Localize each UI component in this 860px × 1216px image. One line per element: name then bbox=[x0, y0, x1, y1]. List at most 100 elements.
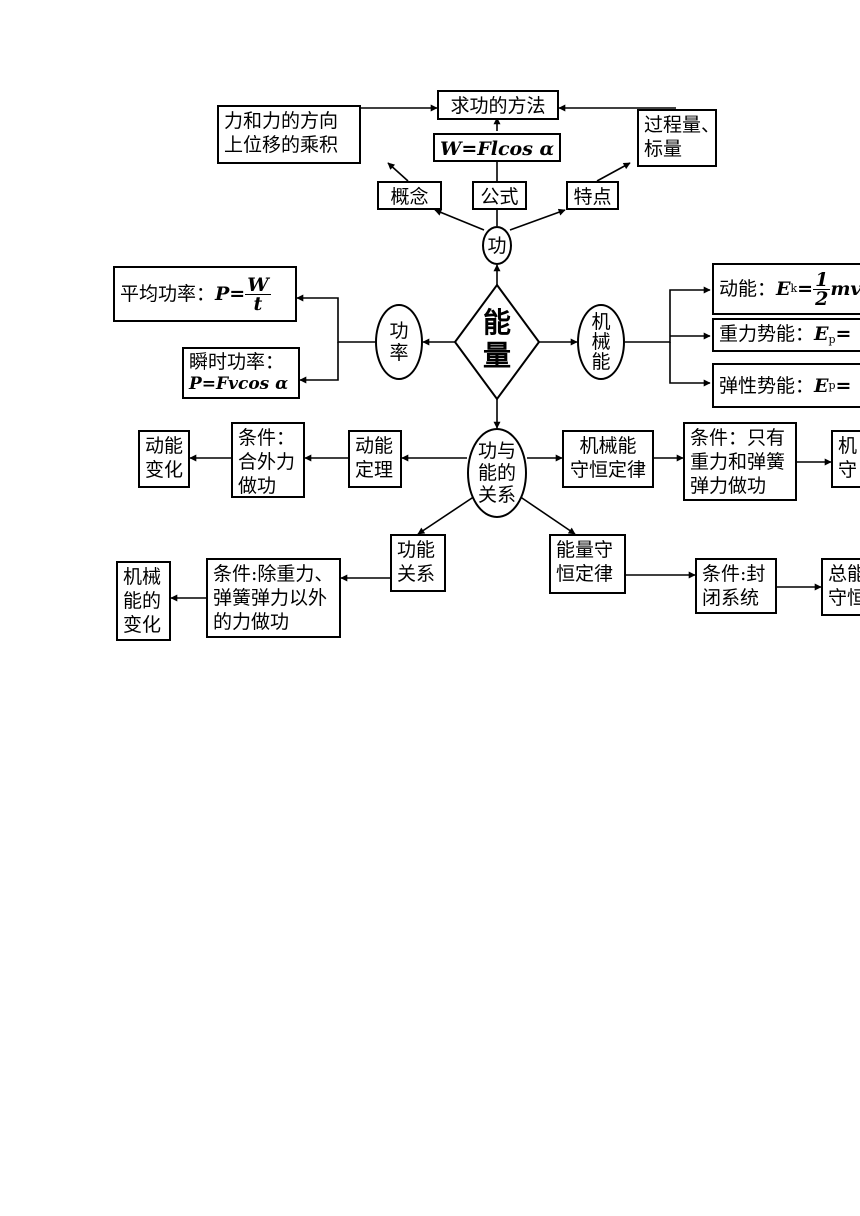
ke-condition-line1: 条件： bbox=[238, 427, 296, 449]
energy-result-line1: 总能 bbox=[828, 563, 860, 585]
arrow-power-to-instant bbox=[299, 342, 339, 384]
energy-condition-box: 条件:封 闭系统 bbox=[695, 558, 777, 614]
ke-condition-line3: 做功 bbox=[238, 475, 277, 497]
average-power-label: 平均功率： bbox=[120, 283, 216, 305]
mech-law-line2: 守恒定律 bbox=[569, 459, 646, 481]
center-diamond bbox=[453, 283, 541, 401]
average-power-fraction: W t bbox=[245, 273, 271, 315]
gravity-symbol: E bbox=[814, 323, 829, 345]
mechanical-node-line2: 械 bbox=[591, 331, 611, 353]
elastic-tail: = bbox=[835, 374, 852, 397]
gravity-subscript: p bbox=[828, 333, 836, 346]
relation-node-line2: 能的 bbox=[477, 462, 516, 484]
formula-box: W=Flcos α bbox=[433, 133, 561, 162]
feature-text-line2: 标量 bbox=[644, 138, 683, 160]
energy-condition-line1: 条件:封 bbox=[702, 563, 766, 585]
ke-theorem-line2: 定理 bbox=[355, 459, 394, 481]
wf-relation-box: 功能 关系 bbox=[390, 534, 446, 592]
arrow-power-to-average bbox=[296, 294, 375, 343]
mechanical-node-line1: 机 bbox=[591, 311, 611, 333]
feature-text-box: 过程量、 标量 bbox=[637, 109, 721, 167]
wf-change-line2: 能的 bbox=[123, 590, 162, 612]
power-node-line2: 率 bbox=[389, 342, 409, 364]
wf-condition-box: 条件:除重力、 弹簧弹力以外 的力做功 bbox=[206, 558, 341, 638]
kinetic-numerator: 1 bbox=[813, 268, 831, 291]
method-title-box: 求功的方法 bbox=[437, 90, 559, 120]
instant-power-box: 瞬时功率： P=Fvcos α bbox=[182, 347, 300, 399]
arrow-work-to-feature bbox=[509, 208, 566, 231]
mech-condition-line3: 弹力做功 bbox=[690, 475, 767, 497]
mech-law-box: 机械能 守恒定律 bbox=[562, 430, 654, 488]
instant-power-formula: P=Fvcos α bbox=[189, 374, 289, 394]
work-node: 功 bbox=[482, 226, 512, 265]
energy-law-box: 能量守 恒定律 bbox=[549, 534, 626, 594]
arrow-mech-to-kinetic bbox=[625, 286, 711, 343]
feature-text-line1: 过程量、 bbox=[644, 114, 721, 136]
average-power-numerator: W bbox=[245, 273, 271, 296]
concept-label: 概念 bbox=[390, 186, 429, 208]
arrow-concept-up bbox=[387, 162, 409, 182]
arrow-relation-to-wf-rel bbox=[417, 495, 476, 535]
kinetic-tail: mv bbox=[830, 278, 860, 300]
kinetic-fraction: 1 2 bbox=[813, 268, 831, 308]
formula-label: 公式 bbox=[480, 186, 519, 208]
feature-label-box: 特点 bbox=[566, 181, 619, 210]
energy-result-box: 总能 守恒 bbox=[821, 558, 860, 616]
ke-change-line2: 变化 bbox=[145, 459, 184, 481]
concept-label-box: 概念 bbox=[377, 181, 442, 210]
mech-condition-box: 条件：只有 重力和弹簧 弹力做功 bbox=[683, 422, 797, 501]
elastic-subscript: p bbox=[828, 378, 836, 392]
center-char-2: 量 bbox=[483, 339, 511, 372]
work-node-label: 功 bbox=[487, 234, 507, 257]
wf-condition-line1: 条件:除重力、 bbox=[213, 563, 334, 585]
ke-change-box: 动能 变化 bbox=[138, 430, 190, 488]
method-title: 求功的方法 bbox=[450, 95, 546, 117]
mech-result-line2: 守 bbox=[838, 459, 858, 481]
feature-label: 特点 bbox=[573, 186, 612, 208]
gravity-potential-box: 重力势能：Ep= bbox=[712, 318, 860, 352]
elastic-label: 弹性势能： bbox=[719, 374, 815, 397]
relation-node: 功与 能的 关系 bbox=[467, 428, 527, 518]
energy-condition-line2: 闭系统 bbox=[702, 587, 760, 609]
mech-result-box: 机 守 bbox=[831, 430, 860, 488]
wf-condition-line3: 的力做功 bbox=[213, 611, 290, 633]
work-formula: W=Flcos α bbox=[440, 138, 555, 160]
kinetic-symbol: E bbox=[776, 278, 791, 300]
mech-condition-line2: 重力和弹簧 bbox=[690, 451, 786, 473]
average-power-box: 平均功率： P= W t bbox=[113, 266, 297, 322]
arrow-relation-to-energy-law bbox=[518, 495, 576, 535]
energy-law-line2: 恒定律 bbox=[556, 563, 614, 585]
ke-theorem-line1: 动能 bbox=[355, 435, 394, 457]
mech-result-line1: 机 bbox=[838, 435, 858, 457]
arrow-feature-up bbox=[596, 162, 631, 182]
gravity-label: 重力势能： bbox=[719, 323, 815, 345]
energy-result-line2: 守恒 bbox=[828, 587, 860, 609]
wf-condition-line2: 弹簧弹力以外 bbox=[213, 587, 328, 609]
gravity-tail: = bbox=[835, 323, 852, 345]
wf-change-line1: 机械 bbox=[123, 566, 162, 588]
center-char-1: 能 bbox=[483, 306, 511, 339]
kinetic-subscript: k bbox=[790, 282, 798, 295]
kinetic-label: 动能： bbox=[719, 278, 777, 300]
wf-change-line3: 变化 bbox=[123, 614, 162, 636]
arrow-work-to-concept bbox=[434, 209, 485, 231]
formula-label-box: 公式 bbox=[472, 181, 527, 210]
power-node-line1: 功 bbox=[389, 320, 409, 342]
instant-power-label: 瞬时功率： bbox=[189, 351, 285, 373]
kinetic-equals: = bbox=[797, 278, 814, 300]
ke-change-line1: 动能 bbox=[145, 435, 184, 457]
concept-text-box: 力和力的方向 上位移的乘积 bbox=[217, 105, 361, 164]
mech-law-line1: 机械能 bbox=[579, 435, 637, 457]
ke-condition-box: 条件： 合外力 做功 bbox=[231, 422, 305, 498]
average-power-lhs: P= bbox=[215, 283, 246, 305]
energy-law-line1: 能量守 bbox=[556, 539, 614, 561]
relation-node-line3: 关系 bbox=[477, 484, 516, 506]
average-power-denominator: t bbox=[253, 292, 263, 315]
arrow-mech-to-elastic bbox=[669, 342, 711, 387]
mechanical-node: 机 械 能 bbox=[577, 304, 625, 380]
relation-node-line1: 功与 bbox=[477, 440, 516, 462]
concept-text-line2: 上位移的乘积 bbox=[224, 134, 339, 156]
ke-condition-line2: 合外力 bbox=[238, 451, 296, 473]
